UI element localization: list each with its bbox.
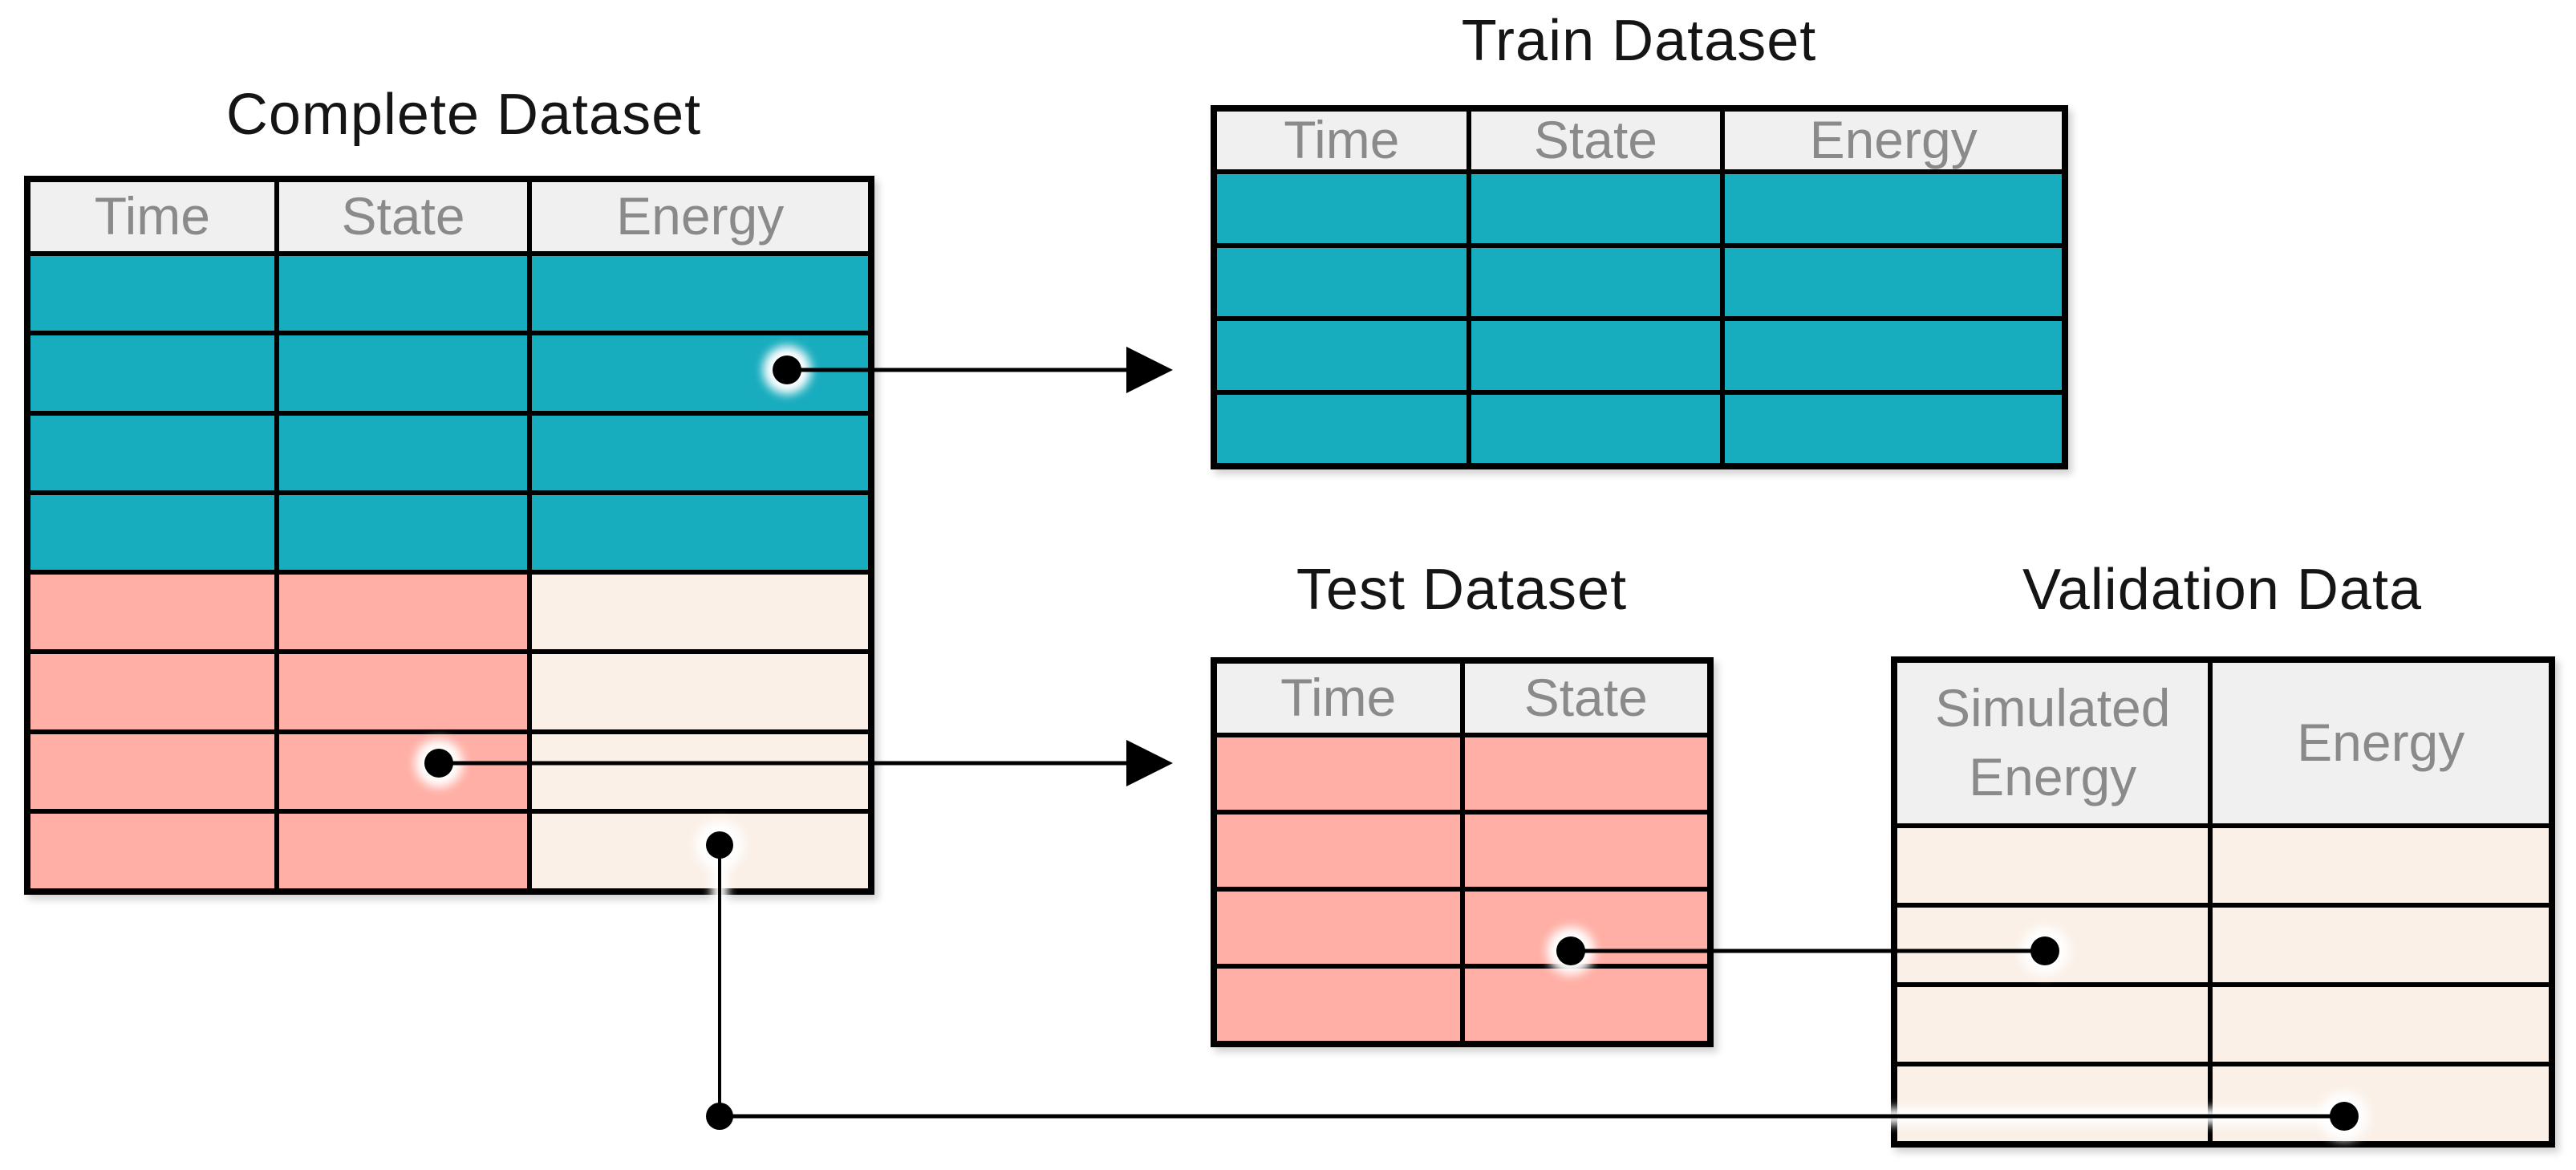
table-cell-cream — [1897, 987, 2209, 1062]
connector-dot — [706, 1103, 733, 1130]
table-cell-pink — [30, 733, 274, 809]
column-header: Time — [30, 182, 274, 251]
column-header: State — [1471, 110, 1721, 169]
table-cell-pink — [1217, 815, 1460, 887]
table-cell-cream — [532, 733, 868, 809]
table-cell-teal — [30, 494, 274, 570]
table-cell-teal — [30, 335, 274, 411]
table-cell-teal — [1471, 247, 1721, 316]
table-cell-teal — [1471, 174, 1721, 243]
table-cell-teal — [1471, 321, 1721, 390]
table-cell-cream — [1897, 908, 2209, 982]
table-cell-teal — [30, 256, 274, 331]
table-cell-pink — [30, 654, 274, 729]
column-header: Time — [1217, 664, 1460, 733]
table-cell-pink — [1464, 815, 1707, 887]
table-cell-teal — [1725, 247, 2062, 316]
table-cell-cream — [532, 813, 868, 888]
column-header: Energy — [2213, 663, 2549, 823]
table-cell-teal — [278, 494, 528, 570]
table-cell-cream — [1897, 828, 2209, 903]
table-cell-cream — [2213, 908, 2549, 982]
column-header: State — [278, 182, 528, 251]
table-cell-pink — [278, 575, 528, 650]
table-cell-teal — [30, 415, 274, 490]
table-cell-pink — [1464, 892, 1707, 964]
table-cell-pink — [1464, 737, 1707, 810]
table-cell-teal — [278, 335, 528, 411]
column-header: Energy — [1725, 110, 2062, 169]
table-cell-teal — [278, 256, 528, 331]
column-header: State — [1464, 664, 1707, 733]
table-cell-pink — [30, 813, 274, 888]
arrowhead-icon — [1126, 740, 1173, 786]
table-cell-pink — [1217, 969, 1460, 1041]
table-cell-teal — [1217, 174, 1466, 243]
table-cell-teal — [532, 415, 868, 490]
column-header: Time — [1217, 110, 1466, 169]
table-cell-teal — [1725, 321, 2062, 390]
table-cell-cream — [532, 575, 868, 650]
table-cell-pink — [278, 654, 528, 729]
table-cell-teal — [532, 494, 868, 570]
validation-data-title: Validation Data — [2022, 558, 2422, 622]
table-cell-pink — [1217, 892, 1460, 964]
table-cell-pink — [278, 813, 528, 888]
table-cell-teal — [1217, 247, 1466, 316]
table-cell-pink — [278, 733, 528, 809]
table-cell-teal — [278, 415, 528, 490]
table-cell-cream — [1897, 1066, 2209, 1141]
table-cell-teal — [1217, 394, 1466, 463]
table-cell-pink — [1464, 969, 1707, 1041]
column-header: Energy — [532, 182, 868, 251]
test-dataset-title: Test Dataset — [1296, 558, 1628, 622]
table-cell-teal — [532, 335, 868, 411]
arrowhead-icon — [1126, 347, 1173, 393]
table-cell-teal — [1217, 321, 1466, 390]
table-cell-teal — [1725, 174, 2062, 243]
column-header: Simulated Energy — [1897, 663, 2209, 823]
complete-dataset-title: Complete Dataset — [225, 83, 702, 147]
table-cell-teal — [532, 256, 868, 331]
train-dataset-title: Train Dataset — [1461, 9, 1817, 73]
table-cell-cream — [2213, 828, 2549, 903]
table-cell-teal — [1725, 394, 2062, 463]
table-cell-cream — [2213, 987, 2549, 1062]
table-cell-pink — [30, 575, 274, 650]
table-cell-pink — [1217, 737, 1460, 810]
table-cell-cream — [532, 654, 868, 729]
table-cell-teal — [1471, 394, 1721, 463]
table-cell-cream — [2213, 1066, 2549, 1141]
